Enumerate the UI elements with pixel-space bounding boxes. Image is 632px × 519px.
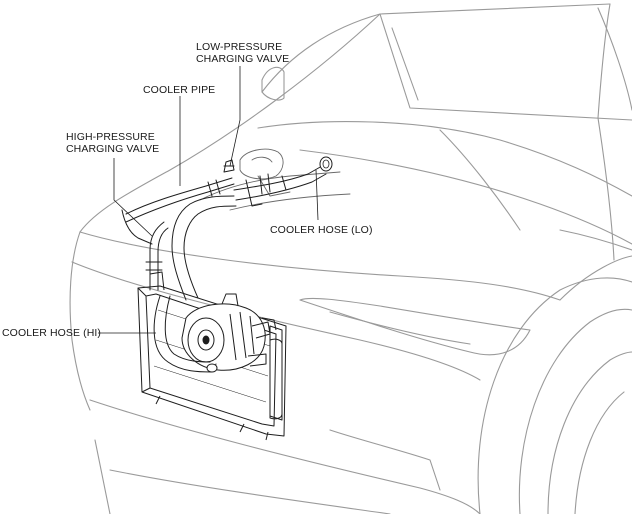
pipe-fitting-3 — [281, 175, 287, 191]
compressor-mount — [247, 321, 271, 367]
a-pillar-right — [597, 7, 632, 111]
strut-tower — [239, 148, 284, 180]
bumper-bottom — [109, 469, 391, 515]
hp-line-inner — [157, 227, 169, 291]
condenser-fin-3 — [153, 365, 267, 403]
high-pressure-charging-valve-label: HIGH-PRESSURE CHARGING VALVE — [66, 131, 159, 155]
receiver-drier — [269, 338, 283, 420]
hood-left-edge — [79, 13, 381, 233]
fog-area — [329, 429, 441, 491]
door-line — [597, 117, 615, 261]
hp-line-clamp-1 — [145, 261, 163, 271]
condenser-bracket-bottom — [155, 395, 269, 441]
leader-lp-valve — [229, 66, 241, 167]
fender-line — [559, 255, 632, 301]
lo-pipe-end-fitting — [319, 156, 333, 172]
windshield-outline — [261, 3, 611, 93]
hp-label-line-1: HIGH-PRESSURE — [66, 131, 155, 143]
lp-label-line-2: CHARGING VALVE — [196, 53, 290, 65]
compressor — [181, 293, 271, 371]
cooler-hose-hi-end — [206, 363, 218, 373]
suction-hose-outer — [171, 195, 235, 301]
windshield-lower-edge — [379, 13, 632, 121]
car-body — [69, 3, 632, 515]
grille-lower-left — [94, 439, 111, 515]
side-mirror — [261, 66, 285, 101]
lo-pipe-end-fitting-inner — [322, 159, 330, 169]
pipe-fitting-2 — [259, 173, 271, 195]
wheel-arch-inner — [518, 308, 632, 515]
cooler-hose-lo-label-text: COOLER HOSE (LO) — [270, 224, 373, 236]
headlight — [299, 297, 531, 356]
hp-label-line-2: CHARGING VALVE — [66, 143, 160, 155]
compressor-fins — [229, 311, 255, 361]
strut-tower-cap — [251, 156, 273, 163]
leader-hp-valve — [113, 158, 153, 237]
bay-wall — [199, 171, 341, 201]
bumper-lower — [89, 399, 481, 515]
lo-pipe-upper — [233, 165, 323, 191]
cooler-pipe-1 — [125, 177, 233, 215]
compressor-fitting — [221, 293, 239, 307]
pipe-bracket — [245, 179, 263, 207]
compressor-pulley-center — [202, 335, 210, 345]
hood-line-2 — [299, 149, 632, 245]
tire-outline — [547, 351, 632, 515]
cooler-hose-hi-outer — [153, 295, 217, 373]
leader-cooler-hose-lo — [315, 169, 319, 221]
cooler-pipe-2 — [125, 183, 235, 223]
condenser-tank-left — [137, 287, 151, 393]
bay-wall-2 — [229, 193, 351, 211]
windshield-inner — [391, 3, 611, 119]
cooler-pipe-label: COOLER PIPE — [143, 84, 215, 96]
hood-line-1 — [257, 121, 632, 197]
side-crease — [559, 229, 632, 251]
lo-pipe-lower — [235, 173, 327, 201]
engine-bay — [199, 148, 351, 211]
cooler-hose-lo-label: COOLER HOSE (LO) — [270, 224, 373, 236]
cooler-hose-hi-label-text: COOLER HOSE (HI) — [2, 327, 102, 339]
cooler-pipe-label-text: COOLER PIPE — [143, 84, 216, 96]
hood-line-3 — [439, 129, 521, 231]
bumper-left-edge — [69, 231, 91, 411]
suction-hose-inner — [183, 205, 237, 299]
tire-inner — [574, 391, 625, 515]
condenser-bracket-top — [149, 271, 277, 331]
cooler-hose-hi-inner — [164, 295, 211, 363]
ac-lines — [121, 156, 333, 373]
hp-line-outer — [149, 221, 165, 291]
cooler-hose-hi-label: COOLER HOSE (HI) — [2, 327, 101, 339]
headlight-inner — [329, 311, 471, 345]
bumper-upper — [71, 261, 481, 381]
low-pressure-charging-valve-label: LOW-PRESSURE CHARGING VALVE — [196, 41, 289, 65]
cooler-pipe-3 — [121, 209, 153, 245]
lp-label-line-1: LOW-PRESSURE — [196, 41, 283, 53]
pipe-fitting-1 — [207, 179, 221, 197]
bracket-1 — [257, 175, 291, 197]
hood-front-crease — [79, 231, 561, 301]
leader-lines — [98, 66, 319, 334]
wheel-arch-outer — [477, 277, 632, 515]
